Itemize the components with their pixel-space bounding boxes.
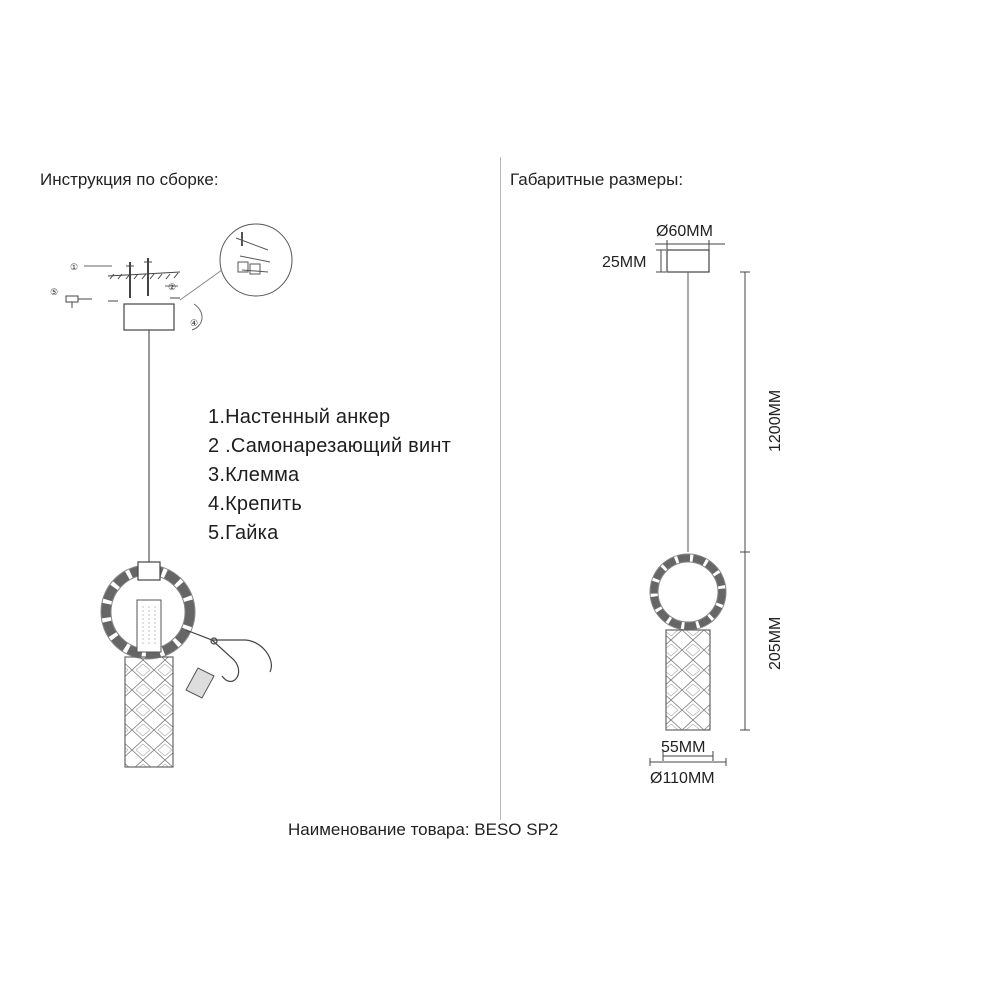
tube-width-label: 55MM	[661, 739, 705, 756]
dim-canopy	[666, 249, 710, 273]
callout-1: ①	[70, 262, 78, 272]
rotate-arrow-icon	[191, 303, 203, 331]
dim-ring-shade	[649, 553, 727, 631]
ceiling-canopy	[123, 303, 175, 331]
product-name: Наименование товара: BESO SP2	[288, 820, 559, 839]
parts-legend: 1.Настенный анкер 2 .Самонарезающий винт…	[208, 403, 451, 548]
dim-crystal-tube	[665, 629, 711, 731]
assembly-illustration: ① ② ④ ⑤	[50, 223, 293, 768]
legend-item-terminal: 3.Клемма	[208, 464, 300, 486]
canopy-height-label: 25MM	[602, 254, 646, 271]
screw-detail	[108, 297, 180, 302]
lamp-holder	[137, 561, 161, 581]
shade-height-label: 205MM	[767, 617, 784, 670]
section-divider	[500, 157, 501, 820]
canopy-diameter-label: Ø60MM	[656, 223, 713, 240]
callout-5: ⑤	[50, 287, 58, 297]
legend-item-screw: 2 .Самонарезающий винт	[208, 435, 451, 457]
pliers-icon	[185, 629, 272, 682]
legend-item-fasten: 4.Крепить	[208, 493, 302, 515]
ring-diameter-label: Ø110MM	[650, 770, 715, 787]
ceiling-anchor-detail	[84, 258, 181, 298]
legend-item-nut: 5.Гайка	[208, 522, 279, 544]
callout-4: ④	[190, 318, 198, 328]
nut-detail	[65, 295, 92, 308]
assembly-instructions-heading: Инструкция по сборке:	[40, 170, 219, 189]
callout-2: ②	[168, 282, 176, 292]
magnified-terminal-detail	[179, 223, 293, 301]
cable-length-label: 1200MM	[767, 390, 784, 452]
legend-item-anchor: 1.Настенный анкер	[208, 406, 391, 428]
crystal-tube-shade	[124, 656, 174, 768]
dimensions-heading: Габаритные размеры:	[510, 170, 684, 189]
crystal-piece-icon	[185, 667, 215, 699]
dimension-drawing: Ø60MM 25MM 1200MM 205MM 55MM Ø110M	[602, 223, 784, 787]
